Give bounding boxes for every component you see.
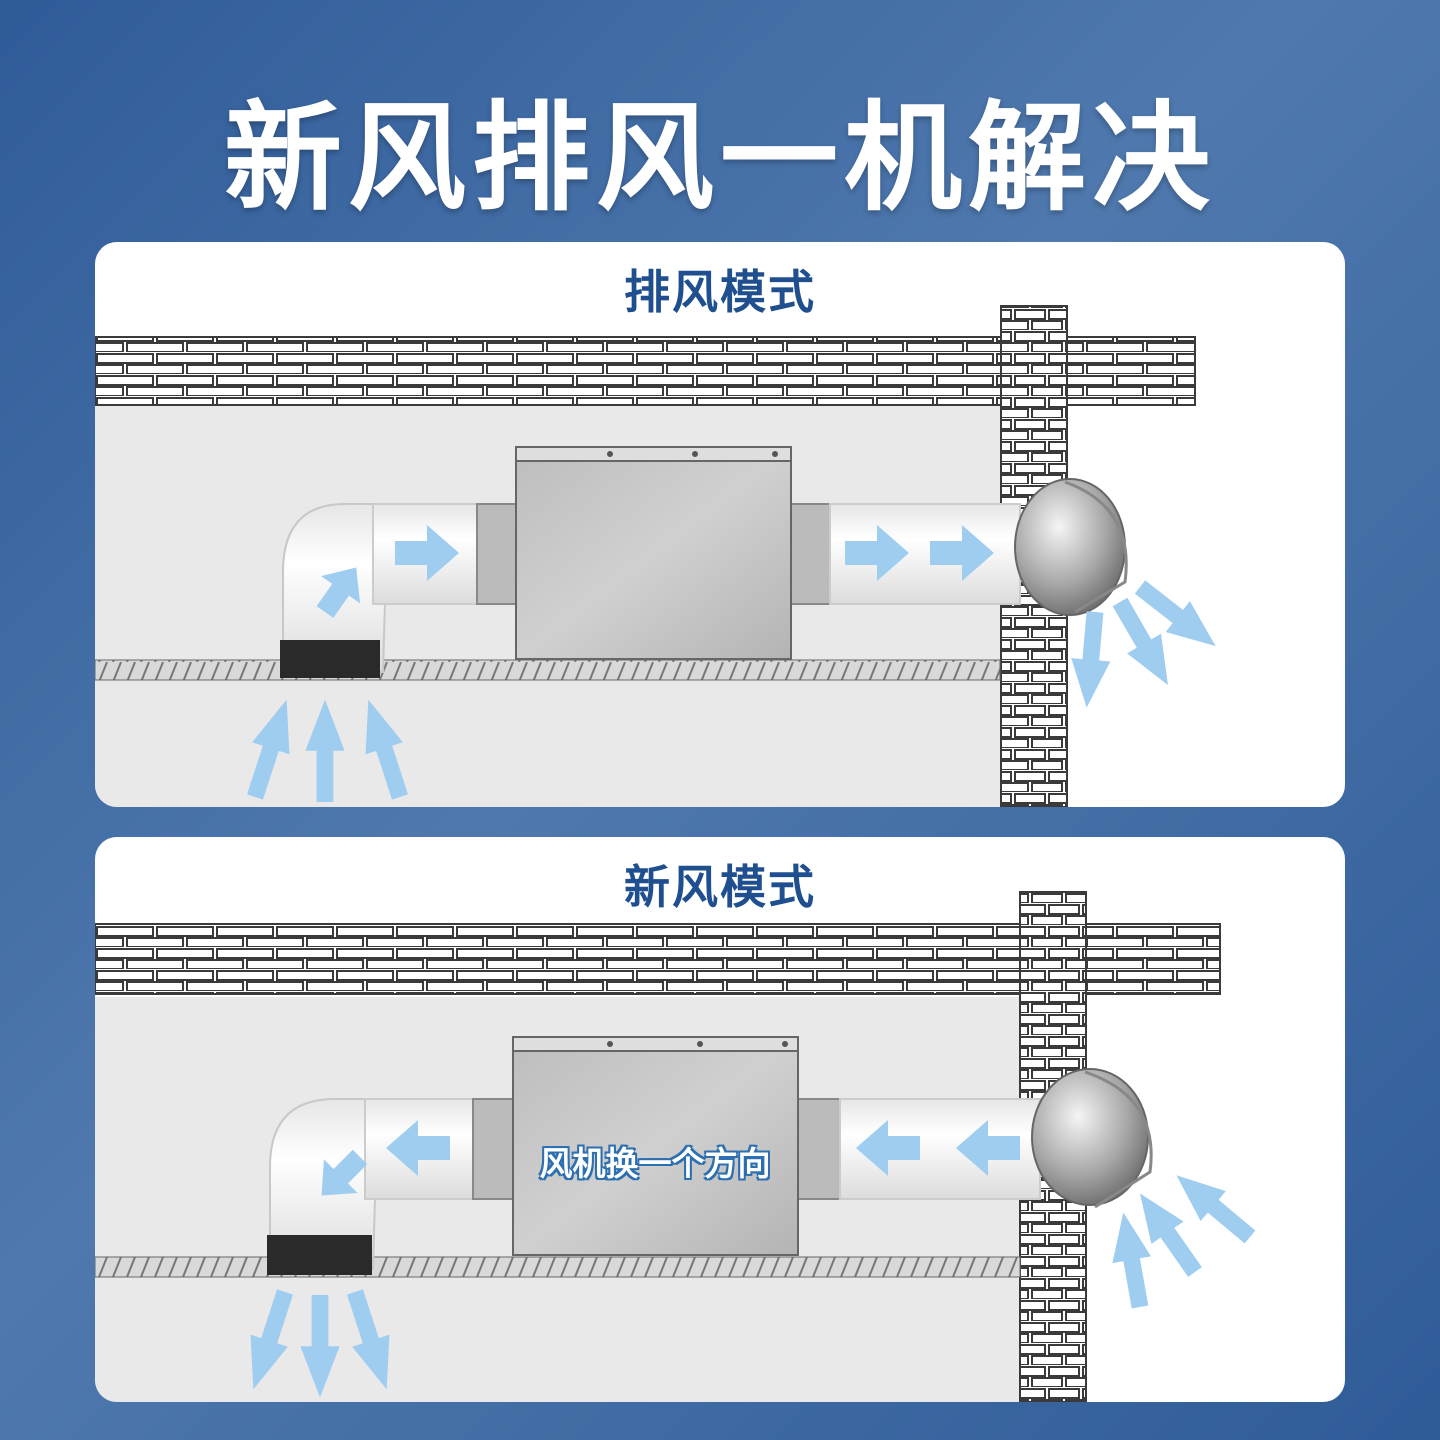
fan-box-icon <box>476 446 831 660</box>
panel-exhaust-mode: 排风模式 <box>95 242 1345 807</box>
fan-direction-note: 风机换一个方向 <box>539 1144 771 1183</box>
headline: 新风排风一机解决 <box>223 89 1216 227</box>
panel-title-exhaust: 排风模式 <box>624 265 816 319</box>
panel-fresh-air-mode: 新风模式 风机换一个方向 <box>95 837 1345 1402</box>
fan-box-icon <box>472 1036 841 1256</box>
floor-slab <box>95 659 1001 681</box>
panel-title-fresh-air: 新风模式 <box>624 860 816 914</box>
exhaust-diagram <box>95 305 1228 807</box>
vent-hood-icon <box>1031 1068 1153 1209</box>
floor-slab <box>95 1256 1021 1278</box>
arrow-icon <box>1067 610 1115 710</box>
fresh-air-diagram <box>95 891 1263 1402</box>
vent-hood-icon <box>1014 478 1128 616</box>
